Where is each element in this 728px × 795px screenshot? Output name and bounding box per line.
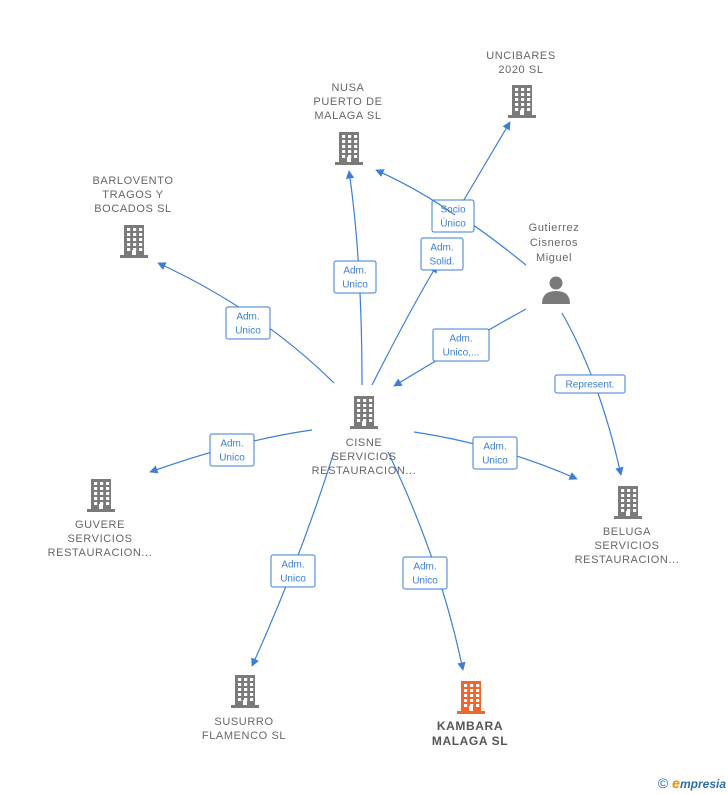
node-label: UNCIBARES [486,50,556,62]
node-nusa[interactable]: NUSA PUERTO DE MALAGA SL [313,82,382,165]
edge-cisne-guvere: Adm. Unico [149,429,313,474]
node-label: RESTAURACION... [48,547,153,559]
edge-cisne-kambara: Adm. Unico [387,451,466,671]
building-icon [614,486,642,519]
edge-cisne-beluga: Adm. Unico [413,431,578,480]
edge-cisne-susurro: Adm. Unico [251,451,335,667]
node-label: KAMBARA [437,719,503,733]
building-icon [508,85,536,118]
edge-line [454,121,527,266]
copyright-icon: © [657,775,669,791]
brand-initial: e [672,775,680,791]
node-label: TRAGOS Y [102,189,164,201]
node-label: FLAMENCO SL [202,730,286,742]
node-label: SUSURRO [214,716,273,728]
edge-label-box [209,433,255,467]
edge-line [375,169,456,216]
node-label: BELUGA [603,526,651,538]
node-label: SERVICIOS [67,533,132,545]
node-label: CISNE [346,437,383,449]
brand-name: mpresia [679,777,726,791]
building-icon [457,681,485,714]
edge-label-text: Unico [412,576,438,587]
empresia-watermark: ©empresia [658,775,726,791]
person-icon [542,276,570,304]
edge-label-text: Adm. [236,312,259,323]
edge-label-text: Adm. [220,439,243,450]
node-label: MALAGA SL [432,734,508,748]
node-label: SERVICIOS [331,451,396,463]
edge-label-box [225,306,271,340]
edge-label-box [402,556,448,590]
edge-label-text: Unico [342,280,368,291]
node-beluga[interactable]: BELUGA SERVICIOS RESTAURACION... [575,486,680,566]
node-label: BOCADOS SL [94,203,172,215]
building-icon [87,479,115,512]
node-guvere[interactable]: GUVERE SERVICIOS RESTAURACION... [48,479,153,559]
building-icon [120,225,148,258]
edge-gutierrez-cisne: Adm. Unico,... [393,308,527,387]
edge-label-text: Socio [440,205,465,216]
node-label: Gutierrez [529,222,580,234]
edge-label-box [270,554,316,588]
edge-label-box [554,374,626,394]
edge-label-text: Único [440,217,466,230]
edge-label-box [472,436,518,470]
edge-line [561,312,624,476]
building-icon [350,396,378,429]
edge-label-text: Adm. [483,442,506,453]
edge-label-box [333,260,377,294]
node-uncibares[interactable]: UNCIBARES 2020 SL [486,50,556,118]
node-label: NUSA [332,82,365,94]
edge-label-text: Solid. [429,257,454,268]
edge-label-text: Adm. [413,562,436,573]
node-label: RESTAURACION... [575,554,680,566]
edge-label-box [420,237,464,271]
edge-label-text: Unico [219,453,245,464]
building-icon [231,675,259,708]
edge-label-box [432,328,490,362]
edge-label-text: Unico [235,326,261,337]
edge-label-text: Represent. [566,380,615,391]
edge-line [371,264,438,386]
node-susurro[interactable]: SUSURRO FLAMENCO SL [202,675,286,742]
edge-label-text: Adm. [430,243,453,254]
edge-label-text: Unico [482,456,508,467]
node-label: RESTAURACION... [312,465,417,477]
edge-cisne-barlovento: Adm. Unico [157,262,335,384]
edge-label-text: Adm. [343,266,366,277]
edge-gutierrez-nusa [375,169,456,216]
node-label: Cisneros [530,237,578,249]
edge-label-text: Unico [280,574,306,585]
node-label: Miguel [536,252,572,264]
node-label: BARLOVENTO [93,175,174,187]
edge-label-text: Unico,... [443,348,480,359]
edge-gutierrez-beluga: Represent. [554,312,626,476]
edge-label-box [431,199,475,233]
node-cisne[interactable]: CISNE SERVICIOS RESTAURACION... [312,396,417,477]
node-barlovento[interactable]: BARLOVENTO TRAGOS Y BOCADOS SL [93,175,174,258]
node-label: MALAGA SL [314,110,381,122]
edge-cisne-uncibares: Adm. Solid. [371,237,464,386]
building-icon [335,132,363,165]
node-label: GUVERE [75,519,125,531]
node-label: PUERTO DE [313,96,382,108]
edge-cisne-nusa: Adm. Unico [333,170,377,386]
node-label: 2020 SL [498,64,543,76]
edge-label-text: Adm. [281,560,304,571]
edge-label-text: Adm. [449,334,472,345]
node-label: SERVICIOS [594,540,659,552]
